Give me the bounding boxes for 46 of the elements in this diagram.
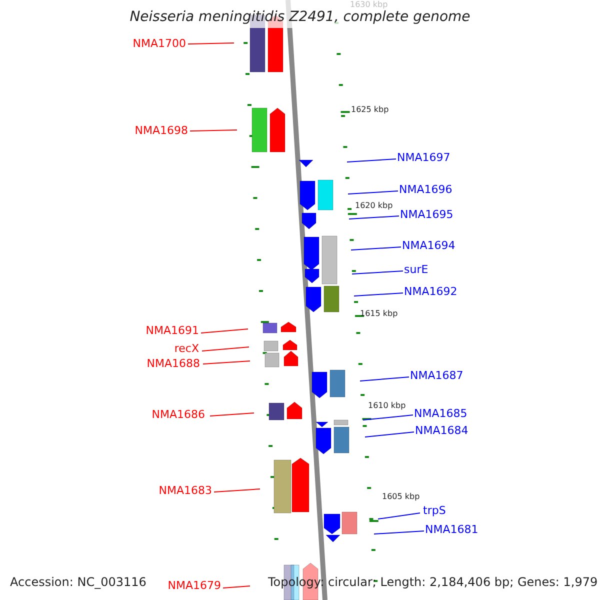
leader-line (222, 586, 250, 588)
gene-label: NMA1685 (414, 408, 468, 419)
gene-label: recX (174, 343, 199, 354)
leader-line (354, 292, 404, 296)
scale-label: 1620 kbp (355, 202, 393, 210)
gene-label: NMA1694 (402, 240, 456, 251)
title: Neisseria meningitidis Z2491, complete genome (128, 10, 472, 24)
leader-line (214, 488, 260, 492)
scale-label: 1630 kbp (350, 1, 388, 9)
leader-line (188, 42, 234, 44)
scale-label: 1625 kbp (351, 106, 389, 114)
footer-text: Accession: NC_003116 (10, 576, 146, 588)
gene-label: NMA1684 (415, 425, 468, 436)
gene-label: NMA1686 (152, 409, 205, 420)
leader-line (348, 216, 400, 220)
scale-label: 1610 kbp (368, 402, 406, 410)
leader-line (378, 512, 420, 520)
gene-label: NMA1688 (146, 358, 200, 369)
gene-label: NMA1696 (399, 184, 452, 195)
gene-label: NMA1697 (397, 152, 450, 163)
scale-label: 1615 kbp (360, 310, 398, 318)
leader-line (190, 130, 238, 132)
gene-label: NMA1681 (425, 524, 478, 535)
leader-line (202, 360, 250, 364)
leader-line (350, 246, 402, 250)
leader-line (346, 158, 396, 162)
gene-label: NMA1695 (400, 209, 454, 220)
leader-line (210, 412, 254, 416)
gene-label: NMA1692 (404, 286, 458, 297)
leader-line (364, 432, 414, 438)
leader-line (362, 414, 414, 420)
gene-label: NMA1687 (410, 370, 464, 381)
gene-label: NMA1683 (158, 485, 212, 496)
leader-line (374, 530, 424, 534)
gene-label: surE (404, 264, 428, 275)
leader-line (360, 376, 410, 382)
gene-label: NMA1679 (168, 580, 221, 591)
leader-line (202, 346, 250, 352)
leader-line (348, 190, 398, 194)
gene-label: NMA1698 (134, 125, 188, 136)
leader-line (200, 328, 248, 334)
leader-line (352, 270, 404, 274)
gene-label: trpS (423, 505, 446, 516)
gene-label: NMA1700 (132, 38, 186, 49)
gene-label: NMA1691 (146, 325, 199, 336)
scale-label: 1605 kbp (382, 493, 420, 501)
